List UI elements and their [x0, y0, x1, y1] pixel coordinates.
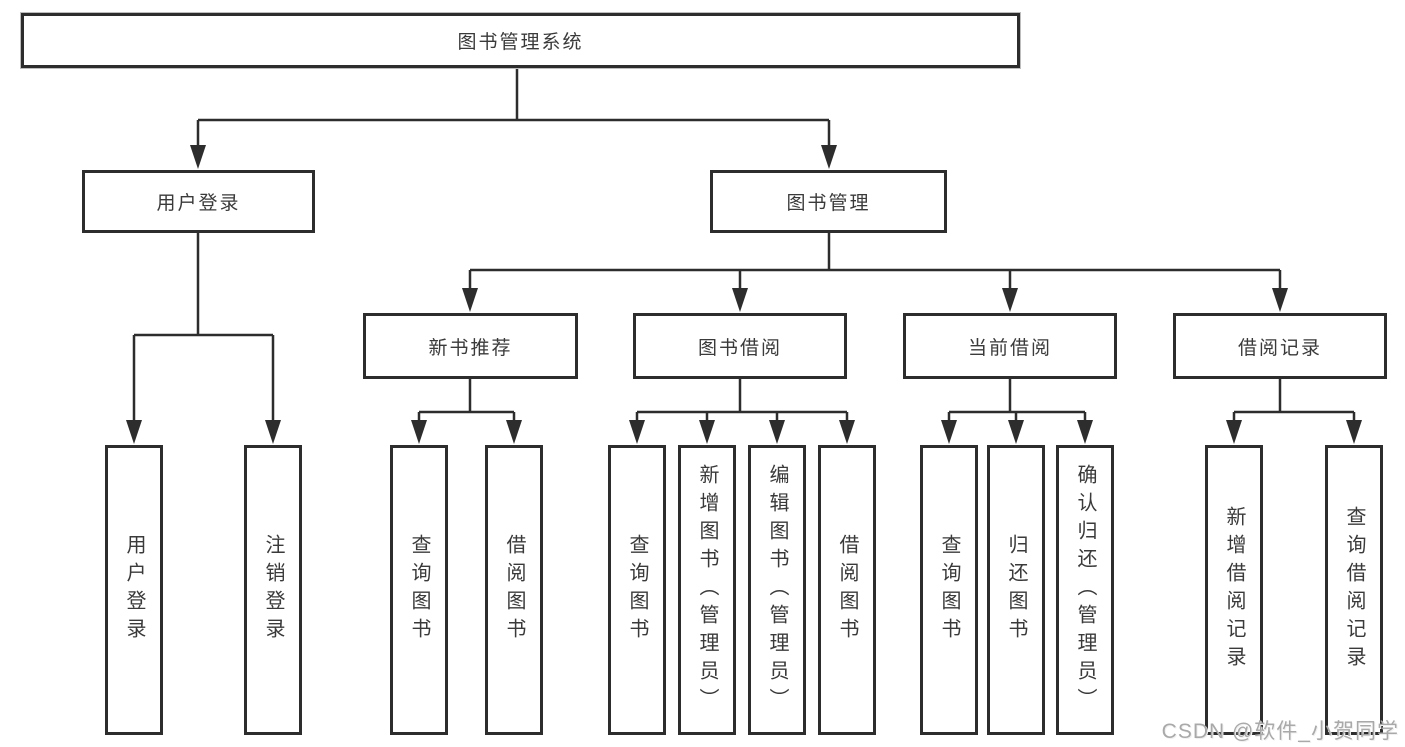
- node-leaf-logout-login: 注销登录: [244, 445, 302, 735]
- node-label: 确认归还（管理员）: [1074, 464, 1096, 716]
- node-label: 借阅图书: [503, 534, 525, 646]
- node-label: 图书借阅: [697, 337, 782, 359]
- node-leaf-query-books-borrowing: 查询图书: [608, 445, 666, 735]
- node-leaf-query-borrow-record: 查询借阅记录: [1325, 445, 1383, 735]
- node-book-management: 图书管理: [710, 170, 947, 233]
- node-label: 查询图书: [626, 534, 648, 646]
- node-leaf-add-books-admin: 新增图书（管理员）: [678, 445, 736, 735]
- node-leaf-confirm-return-admin: 确认归还（管理员）: [1056, 445, 1114, 735]
- node-label: 新增图书（管理员）: [696, 464, 718, 716]
- node-new-book-recommend: 新书推荐: [363, 313, 578, 379]
- node-user-login: 用户登录: [82, 170, 315, 233]
- node-label: 借阅记录: [1237, 337, 1322, 359]
- node-label: 查询借阅记录: [1343, 506, 1365, 674]
- node-label: 用户登录: [156, 193, 241, 214]
- node-label: 查询图书: [408, 534, 430, 646]
- csdn-watermark: CSDN @软件_小贺同学: [1161, 720, 1399, 743]
- node-leaf-query-books-recommend: 查询图书: [390, 445, 448, 735]
- node-label: 注销登录: [262, 534, 284, 646]
- node-label: 新书推荐: [428, 337, 513, 359]
- node-leaf-add-borrow-record: 新增借阅记录: [1205, 445, 1263, 735]
- node-label: 图书管理系统: [457, 32, 584, 53]
- node-label: 查询图书: [938, 534, 960, 646]
- node-label: 编辑图书（管理员）: [766, 464, 788, 716]
- node-leaf-user-login: 用户登录: [105, 445, 163, 735]
- node-current-borrowing: 当前借阅: [903, 313, 1117, 379]
- node-leaf-query-books-current: 查询图书: [920, 445, 978, 735]
- node-label: 归还图书: [1005, 534, 1027, 646]
- node-label: 借阅图书: [836, 534, 858, 646]
- node-label: 图书管理: [786, 193, 871, 214]
- node-leaf-borrow-books-recommend: 借阅图书: [485, 445, 543, 735]
- node-leaf-edit-books-admin: 编辑图书（管理员）: [748, 445, 806, 735]
- node-leaf-return-books: 归还图书: [987, 445, 1045, 735]
- node-library-system: 图书管理系统: [21, 13, 1020, 68]
- node-leaf-borrow-books-borrowing: 借阅图书: [818, 445, 876, 735]
- node-label: 当前借阅: [967, 337, 1052, 359]
- node-label: 用户登录: [123, 534, 145, 646]
- node-label: 新增借阅记录: [1223, 506, 1245, 674]
- node-borrowing-records: 借阅记录: [1173, 313, 1387, 379]
- node-book-borrowing: 图书借阅: [633, 313, 847, 379]
